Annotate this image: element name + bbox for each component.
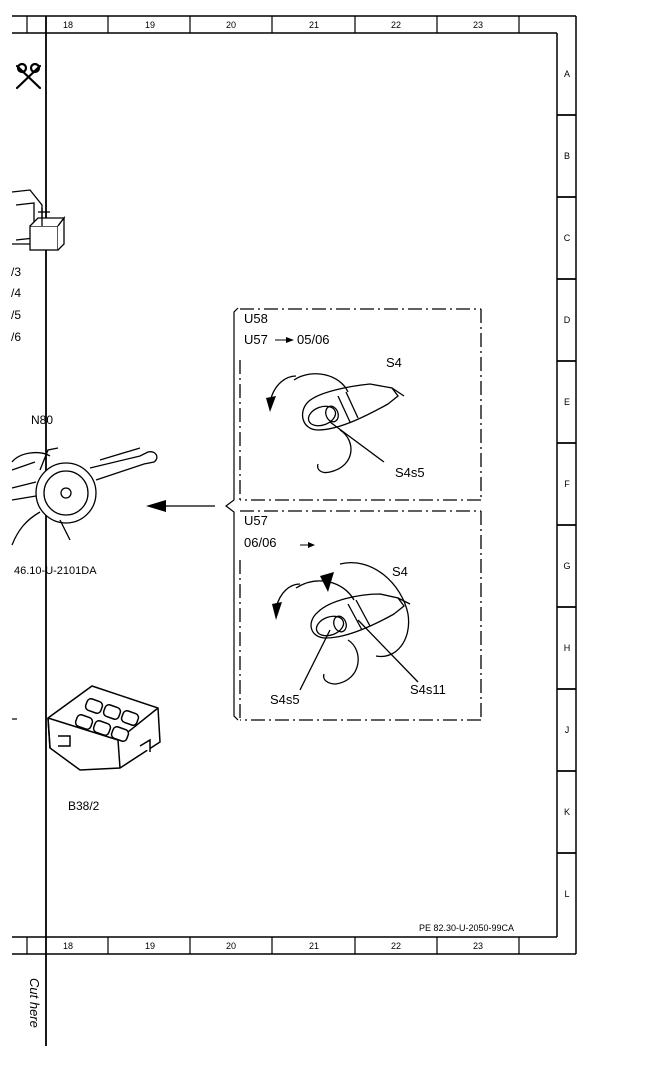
row-labels: A B C D E F G H J K L <box>563 69 570 899</box>
cut-here-label: Cut here <box>27 978 42 1028</box>
pin-label: /3 <box>11 265 21 279</box>
rotation-arc <box>269 375 297 403</box>
column-labels-bottom: 18 19 20 21 22 23 <box>63 941 483 951</box>
connector-pin-labels: /3 /4 /5 /6 <box>11 265 21 344</box>
row-label: B <box>564 151 570 161</box>
b38-label: B38/2 <box>68 799 100 813</box>
col-label: 18 <box>63 941 73 951</box>
n80-code: 46.10-U-2101DA <box>14 565 97 577</box>
n80-label: N80 <box>31 413 53 427</box>
panel-top-from: U57 <box>244 332 268 347</box>
panel-brace <box>225 307 239 721</box>
col-label: 21 <box>309 941 319 951</box>
row-label: A <box>564 69 570 79</box>
column-labels-top: 18 19 20 21 22 23 <box>63 20 483 30</box>
rotation-arrowhead <box>266 396 276 412</box>
panel-bottom-sub-label-right: S4s11 <box>410 682 446 697</box>
col-label: 23 <box>473 941 483 951</box>
n80-steering-module <box>11 447 158 546</box>
row-separators <box>557 114 576 854</box>
rotation-arrowhead <box>320 572 334 592</box>
col-label: 23 <box>473 20 483 30</box>
scissors-icon <box>15 62 42 90</box>
pin-label: /5 <box>11 308 21 322</box>
panel-top-variant: U58 <box>244 311 268 326</box>
row-label: C <box>564 233 571 243</box>
panel-top-frame <box>239 308 482 501</box>
panel-bottom-switch-label: S4 <box>392 564 408 579</box>
row-label: D <box>564 315 571 325</box>
combination-switch-bottom <box>295 562 419 691</box>
panel-bottom-date: 06/06 <box>244 535 277 550</box>
row-label: L <box>564 889 569 899</box>
row-label: H <box>564 643 571 653</box>
row-label: F <box>564 479 570 489</box>
col-label: 18 <box>63 20 73 30</box>
pin-label: /6 <box>11 330 21 344</box>
col-label: 20 <box>226 941 236 951</box>
combination-switch-top <box>293 373 405 474</box>
pin-label: /4 <box>11 286 21 300</box>
panel-bottom-variant: U57 <box>244 513 268 528</box>
arrow-left-icon <box>146 500 215 512</box>
panel-bottom-sub-label-left: S4s5 <box>270 692 300 707</box>
b38-sensor <box>47 685 161 771</box>
col-label: 20 <box>226 20 236 30</box>
panel-bottom-frame <box>239 510 482 721</box>
column-separators <box>107 16 520 954</box>
row-label: E <box>564 397 570 407</box>
reference-code: PE 82.30-U-2050-99CA <box>419 923 514 933</box>
col-label: 19 <box>145 941 155 951</box>
rotation-arrowhead <box>272 602 282 620</box>
arrow-right-icon <box>300 542 315 548</box>
col-label: 21 <box>309 20 319 30</box>
col-label: 22 <box>391 20 401 30</box>
row-label: G <box>563 561 570 571</box>
panel-top-to: 05/06 <box>297 332 330 347</box>
sheet-frame <box>12 15 577 1046</box>
panel-top-switch-label: S4 <box>386 355 402 370</box>
row-label: K <box>564 807 570 817</box>
rotation-arc <box>275 583 301 609</box>
panel-top-sub-label: S4s5 <box>395 465 425 480</box>
col-label: 19 <box>145 20 155 30</box>
connector-fragment <box>11 189 66 251</box>
arrow-right-icon <box>275 337 294 343</box>
row-label: J <box>565 725 570 735</box>
col-label: 22 <box>391 941 401 951</box>
